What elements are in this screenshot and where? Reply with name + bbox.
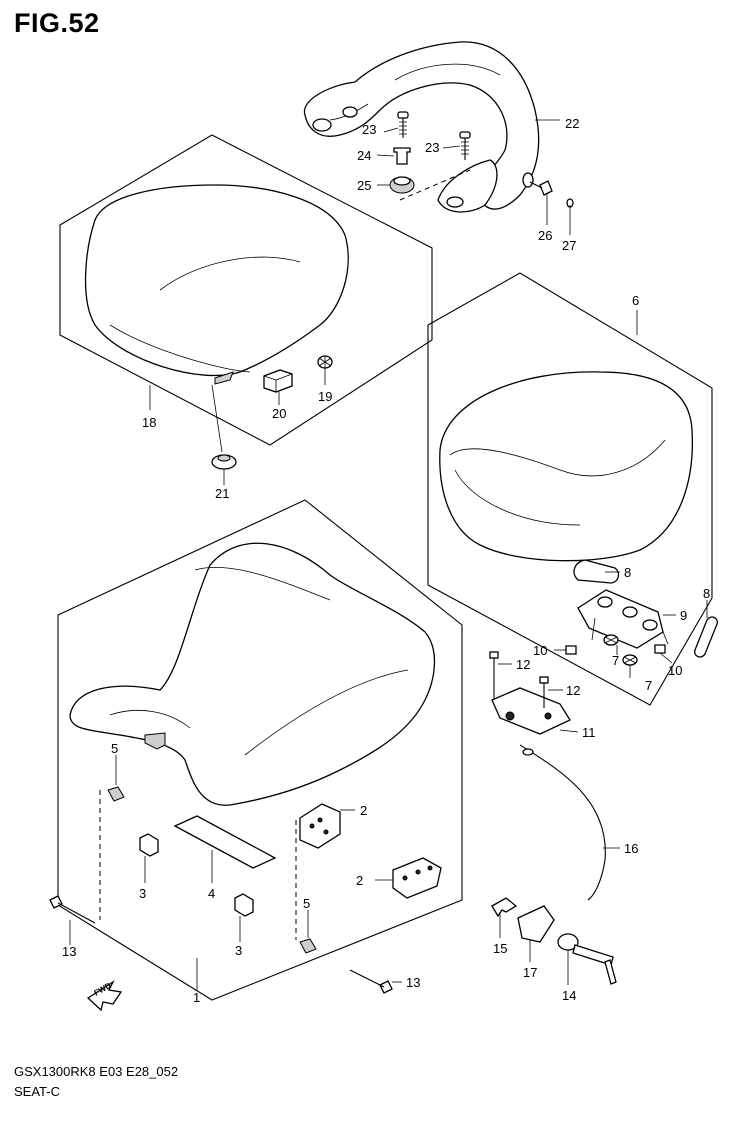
- figure-title: FIG.52: [14, 8, 100, 38]
- grab-rail-part: [303, 41, 540, 213]
- lock-bolt-part-12b: [539, 676, 549, 708]
- callout-27: 27: [562, 238, 576, 253]
- callout-19: 19: [318, 389, 332, 404]
- callout-3-b: 3: [235, 943, 242, 958]
- bolt-part-13a: [49, 895, 96, 924]
- callout-15: 15: [493, 941, 507, 956]
- leader-lines: [69, 119, 708, 990]
- callout-1: 1: [193, 990, 200, 1005]
- callout-13: 13: [62, 944, 76, 959]
- callout-25: 25: [357, 178, 371, 193]
- callout-20: 20: [272, 406, 286, 421]
- key-set-part-14: [557, 933, 617, 985]
- callout-21: 21: [215, 486, 229, 501]
- cushion-block-part-20: [263, 369, 293, 393]
- callout-18: 18: [142, 415, 156, 430]
- cushion-part-8-upper: [573, 559, 620, 584]
- callout-2: 2: [360, 803, 367, 818]
- callout-6: 6: [632, 293, 639, 308]
- callout-labels: 22 23 23 24 25 26 27 18 19 20 21 6 8 8 9…: [62, 116, 710, 1005]
- rail-bolt-part: [397, 111, 409, 138]
- callout-5: 5: [111, 741, 118, 756]
- forward-arrow-icon: FWD: [86, 980, 123, 1012]
- callout-10-b: 10: [668, 663, 682, 678]
- callout-9: 9: [680, 608, 687, 623]
- callout-14: 14: [562, 988, 576, 1003]
- washer-part-10a: [565, 645, 577, 655]
- callout-23-b: 23: [425, 140, 439, 155]
- nut-part-7a: [603, 634, 619, 646]
- lock-cable-part-16: [519, 744, 606, 901]
- callout-26: 26: [538, 228, 552, 243]
- figure-code: GSX1300RK8 E03 E28_052: [14, 1064, 179, 1079]
- seat-cover-outline: [59, 134, 433, 446]
- cushion-part-3b: [234, 893, 254, 917]
- rail-cushion-part: [389, 176, 415, 194]
- callout-12: 12: [516, 657, 530, 672]
- callout-12-b: 12: [566, 683, 580, 698]
- band-part-4: [173, 815, 277, 869]
- callout-10: 10: [533, 643, 547, 658]
- callout-22: 22: [565, 116, 579, 131]
- seat-lock-part-11: [491, 687, 571, 735]
- callout-23: 23: [362, 122, 376, 137]
- lock-cover-part-17: [517, 905, 555, 943]
- washer-part-10b: [654, 644, 666, 654]
- callout-3: 3: [139, 886, 146, 901]
- cushion-part-8-side: [694, 616, 718, 658]
- callout-5-b: 5: [303, 896, 310, 911]
- bolt-part-5a: [107, 786, 125, 802]
- pillion-seat-part: [439, 371, 694, 562]
- seat-cowl-part: [84, 184, 349, 385]
- callout-11: 11: [582, 725, 596, 740]
- damper-part-2b: [392, 857, 442, 899]
- grommet-part-21: [211, 454, 237, 470]
- callout-24: 24: [357, 148, 371, 163]
- callout-4: 4: [208, 886, 215, 901]
- rubber-cushion-part-19: [317, 355, 333, 369]
- cushion-part-3a: [139, 833, 159, 857]
- callout-8-b: 8: [703, 586, 710, 601]
- pillion-seat-outline: [427, 272, 713, 706]
- side-bolt-part: [529, 180, 553, 196]
- lock-holder-part-15: [491, 897, 518, 918]
- pillion-bracket-part: [577, 589, 664, 649]
- callout-16: 16: [624, 841, 638, 856]
- callout-7-b: 7: [645, 678, 652, 693]
- bolt-part-5b: [299, 938, 317, 954]
- figure-name: SEAT-C: [14, 1084, 60, 1099]
- callout-13-b: 13: [406, 975, 420, 990]
- rail-bolt-part-2: [459, 131, 471, 160]
- main-seat-part: [69, 542, 436, 806]
- callout-7: 7: [612, 653, 619, 668]
- callout-17: 17: [523, 965, 537, 980]
- damper-part-2a: [299, 803, 341, 849]
- callout-2-b: 2: [356, 873, 363, 888]
- callout-8: 8: [624, 565, 631, 580]
- lock-bolt-part-12a: [489, 651, 499, 700]
- bolt-part-13b: [349, 969, 393, 994]
- nut-part-7b: [622, 654, 638, 666]
- collar-part: [393, 147, 411, 165]
